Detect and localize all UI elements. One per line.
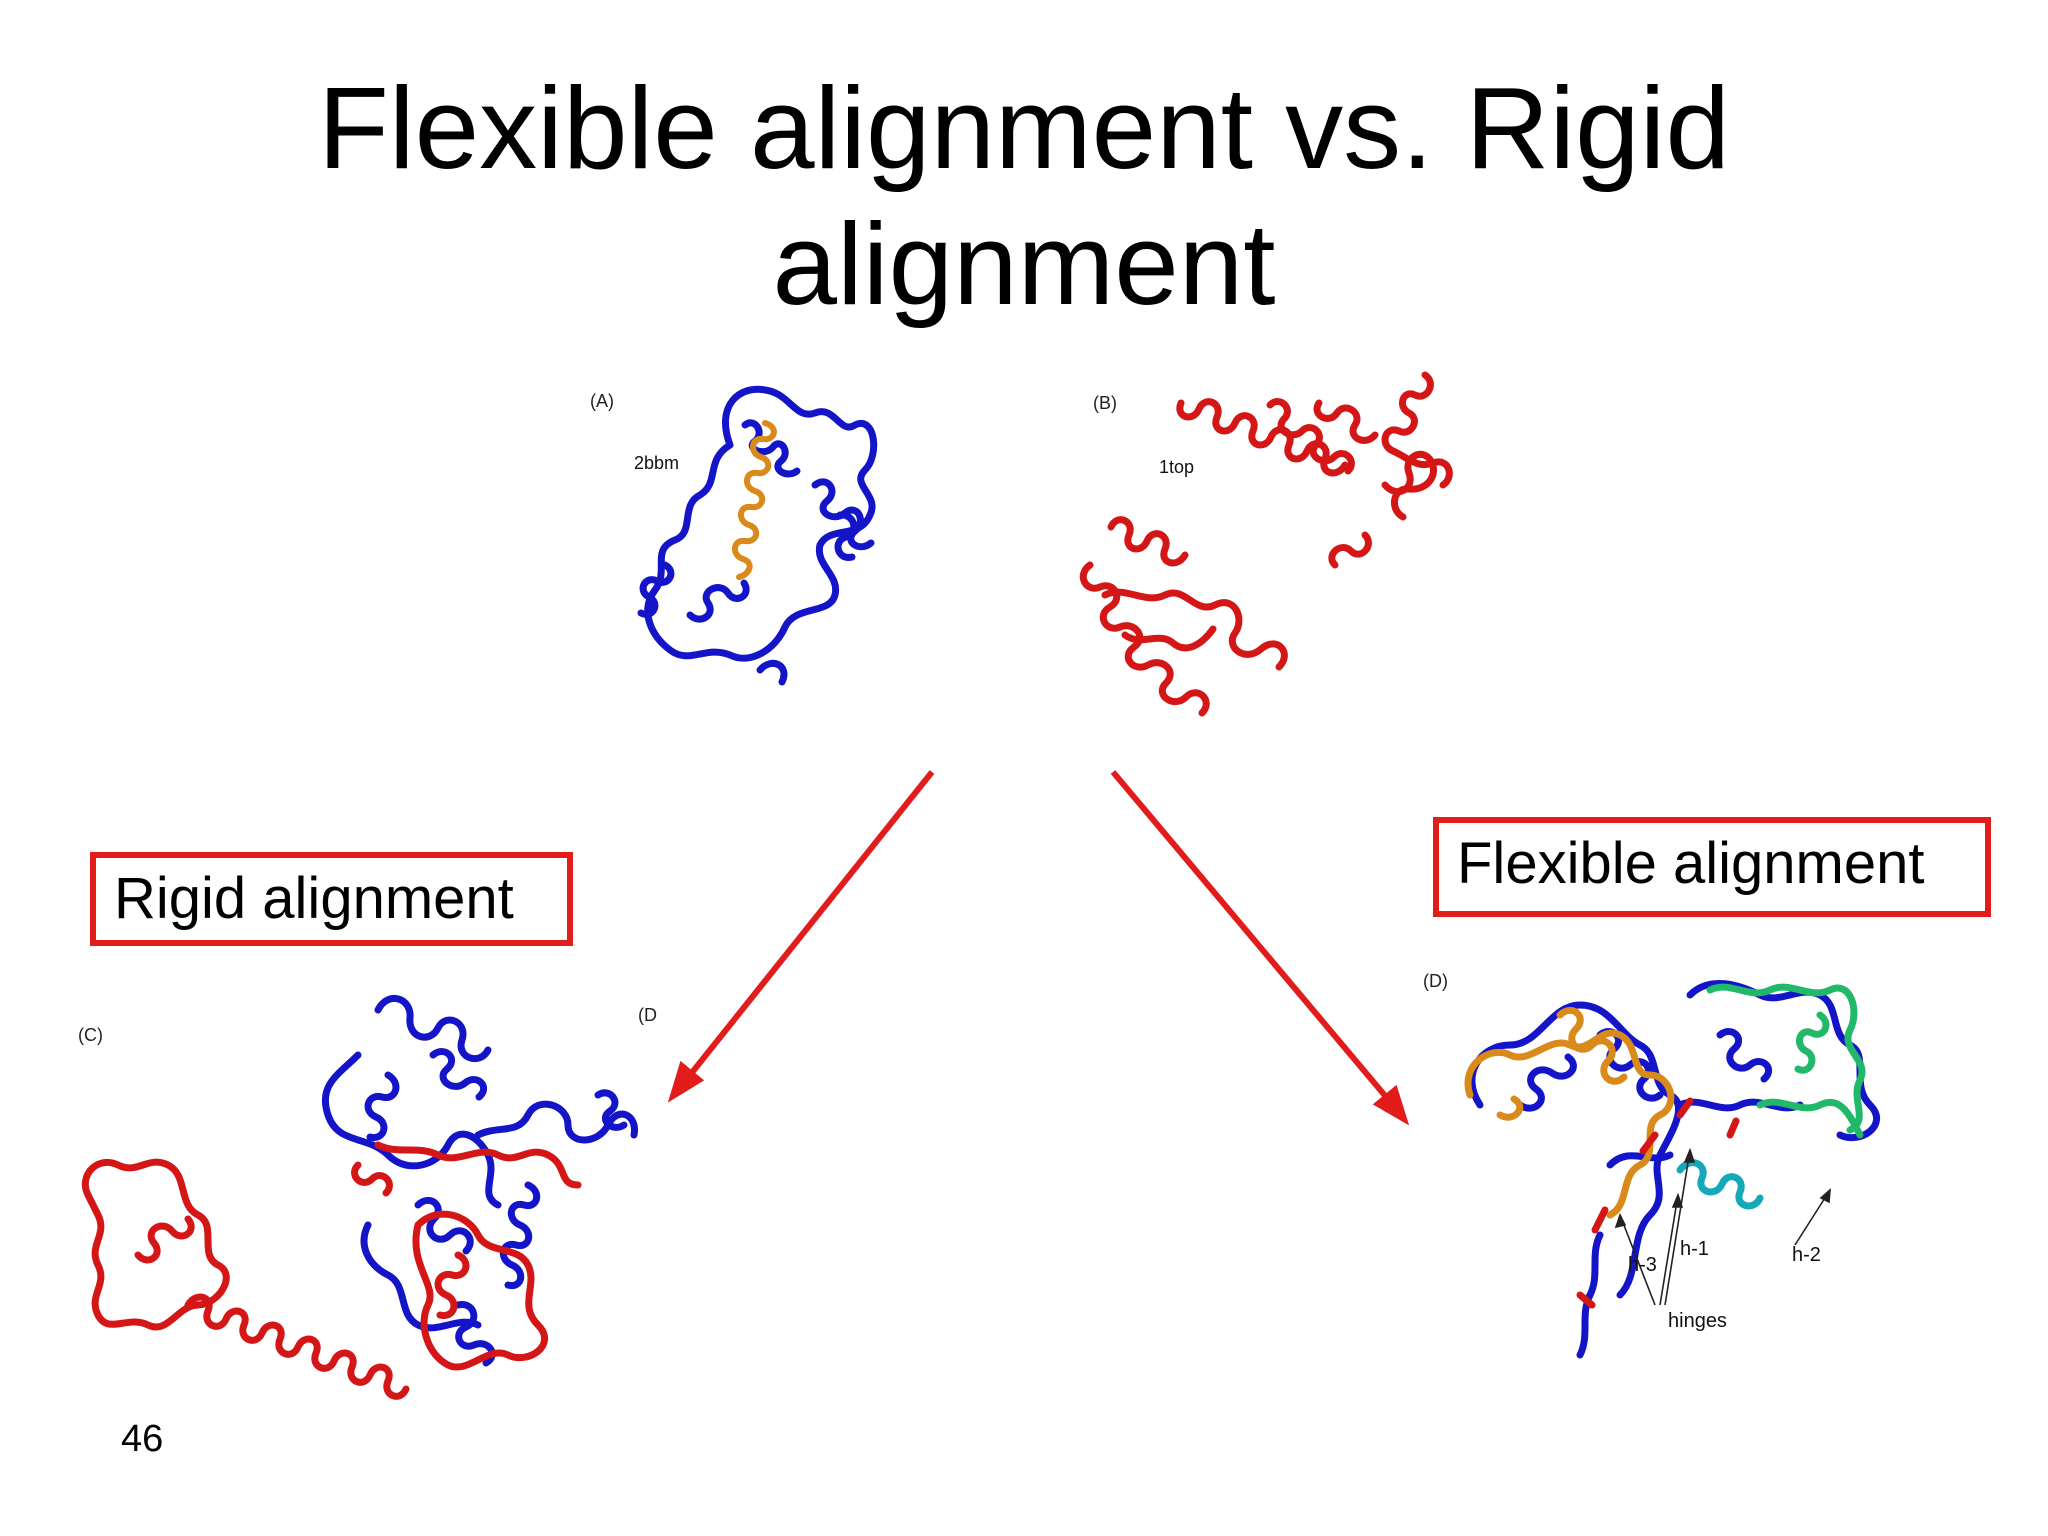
slide-title: Flexible alignment vs. Rigid alignment xyxy=(0,60,2048,332)
protein-1top-structure xyxy=(1079,371,1453,717)
panel-d-figure: (D) xyxy=(1420,955,2000,1405)
panel-c-clipped-label: (D xyxy=(638,1005,657,1025)
arrow-to-flexible-head xyxy=(1372,1084,1410,1126)
panel-a-label: (A) xyxy=(590,391,614,411)
arrow-to-flexible xyxy=(1110,770,1390,1100)
annotation-h-1: h-1 xyxy=(1680,1238,1709,1260)
arrow-to-rigid-head xyxy=(667,1060,705,1103)
page-number: 46 xyxy=(121,1418,164,1460)
panel-b-figure: (B) 1top xyxy=(1045,365,1495,735)
annotation-h-2: h-2 xyxy=(1792,1244,1821,1266)
annotation-hinges: hinges xyxy=(1668,1310,1727,1332)
rigid-alignment-structure xyxy=(81,995,638,1400)
flexible-alignment-callout: Flexible alignment xyxy=(1433,817,1991,917)
panel-b-label: (B) xyxy=(1093,393,1117,413)
flexible-alignment-structure: h-3 h-1 h-2 hinges xyxy=(1464,979,1880,1359)
slide-title-line-2: alignment xyxy=(772,199,1276,329)
protein-2bbm-structure xyxy=(637,385,878,686)
panel-b-molecule-label: 1top xyxy=(1159,457,1195,477)
panel-a-molecule-label: 2bbm xyxy=(634,453,680,473)
slide-title-line-1: Flexible alignment vs. Rigid xyxy=(318,63,1730,193)
panel-c-label: (C) xyxy=(78,1025,103,1045)
annotation-h-3: h-3 xyxy=(1628,1254,1657,1276)
rigid-alignment-callout: Rigid alignment xyxy=(90,852,573,946)
panel-d-label: (D) xyxy=(1423,971,1448,991)
arrow-to-rigid xyxy=(687,770,935,1077)
panel-a-figure: (A) 2bbm xyxy=(580,365,980,735)
panel-c-figure: (C) (D xyxy=(58,975,658,1415)
